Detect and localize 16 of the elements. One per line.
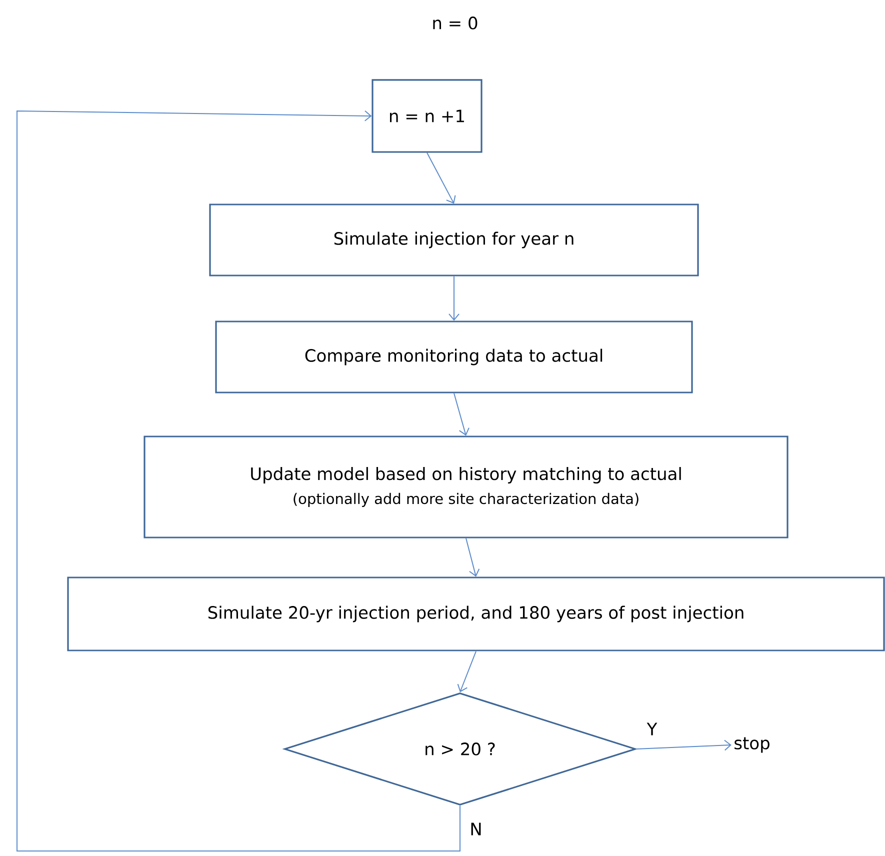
arrow [16, 110, 460, 852]
arrow [426, 152, 456, 204]
process-box: Simulate 20-yr injection period, and 180 years of post injection [67, 576, 885, 652]
arrow [636, 740, 732, 751]
edge-label: N [468, 822, 484, 836]
start-label: n = 0 [433, 16, 478, 30]
arrow [448, 276, 460, 321]
process-box: Simulate injection for year n [209, 204, 699, 276]
process-box: n = n +1 [372, 79, 482, 153]
process-box: Compare monitoring data to actual [215, 320, 693, 394]
terminal-text: stop [734, 737, 770, 753]
arrow [457, 650, 476, 692]
process-box: Update model based on history matching to actual (optionally add more site characterization data) [144, 436, 788, 538]
edge-label: Y [646, 722, 658, 736]
arrow [454, 392, 470, 436]
arrow [466, 538, 480, 577]
